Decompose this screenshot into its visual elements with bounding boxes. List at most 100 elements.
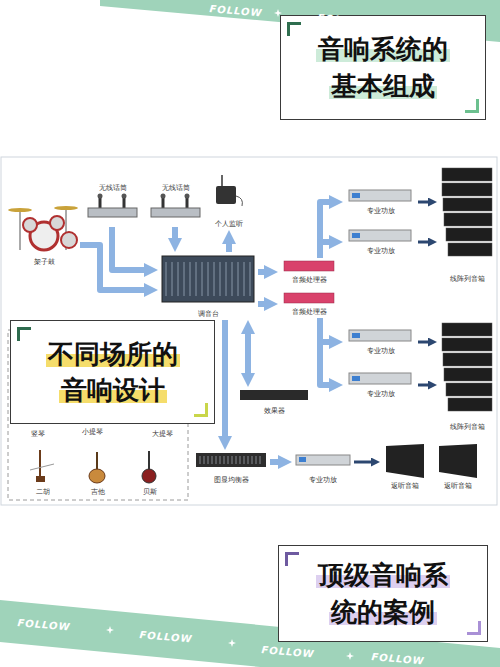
- device-box: 吉他: [80, 448, 115, 498]
- device-box: 线阵列音箱: [437, 163, 497, 285]
- mixer-body: [162, 256, 254, 302]
- signal-arrow: [258, 269, 267, 275]
- erhu-bow: [30, 464, 54, 470]
- device-label: 专业功放: [367, 247, 395, 255]
- processor-icon: [284, 293, 334, 303]
- device-label: 线阵列音箱: [450, 423, 485, 431]
- title-text-wrap: 音响系统的 基本组成: [308, 31, 458, 104]
- amp-icon: [349, 330, 411, 341]
- corner-mark: [17, 327, 31, 341]
- tom: [50, 216, 64, 230]
- device-label: 专业功放: [367, 390, 395, 398]
- diagram-frame: [1, 157, 497, 505]
- wireless-mic-icon: [88, 194, 137, 218]
- fader-strips: [166, 262, 250, 296]
- star: [228, 639, 236, 647]
- title-text: 顶级音响系统的案例: [316, 560, 450, 626]
- signal-arrow: [172, 227, 178, 241]
- equalizer-icon: [196, 453, 266, 467]
- stand: [20, 210, 21, 250]
- amp-body: [296, 455, 350, 465]
- signal-arrow: [320, 202, 332, 258]
- signal-arrow: [112, 227, 147, 270]
- device-label: 吉他: [91, 488, 105, 496]
- mic-head: [185, 194, 190, 199]
- device-box: 音频处理器: [278, 258, 340, 286]
- corner-mark: [287, 22, 301, 36]
- amp-display: [352, 333, 360, 338]
- device-label: 专业功放: [367, 347, 395, 355]
- signal-arrow: [222, 320, 228, 439]
- title-box: 顶级音响系统的案例: [278, 545, 488, 642]
- wireless-mic-icon: [151, 194, 200, 218]
- array-cabinet: [444, 368, 492, 381]
- device-label: 个人监听: [215, 220, 243, 228]
- array-cabinet: [442, 168, 492, 181]
- array-cabinet: [448, 398, 492, 411]
- device-box: 返听音箱: [380, 440, 430, 492]
- amp-display: [299, 457, 306, 462]
- bass-icon: [142, 451, 156, 483]
- amp-icon: [349, 373, 411, 384]
- signal-arrow: [226, 241, 232, 252]
- signal-arrow: [418, 341, 430, 344]
- device-box: 专业功放: [343, 370, 418, 400]
- device-label: 返听音箱: [391, 482, 419, 490]
- earphone-wire: [236, 196, 242, 206]
- personal-monitor-icon: [216, 175, 242, 206]
- device-label: 调音台: [198, 310, 219, 318]
- star: [106, 626, 114, 634]
- bodypack: [216, 186, 236, 204]
- device-box: 音频处理器: [278, 290, 340, 318]
- processor-icon: [284, 261, 334, 271]
- signal-arrow: [418, 241, 430, 244]
- equalizer-sliders: [200, 456, 260, 464]
- bass-body: [142, 469, 156, 483]
- mic-head: [122, 194, 127, 199]
- receiver: [88, 208, 137, 217]
- signal-arrow: [320, 318, 332, 385]
- device-box: 贝斯: [132, 448, 167, 498]
- title-text: 不同场所的 音响设计: [46, 339, 180, 405]
- mic-head: [161, 194, 166, 199]
- device-label: 专业功放: [367, 207, 395, 215]
- instrument-label-box: 大提琴: [140, 427, 185, 441]
- erhu-body: [36, 476, 45, 482]
- corner-mark: [465, 99, 479, 113]
- device-label: 专业功放: [309, 476, 337, 484]
- cymbal: [8, 208, 32, 212]
- monitor-wedge-icon: [439, 444, 477, 478]
- signal-arrow: [245, 331, 251, 376]
- equalizer-body: [196, 453, 266, 467]
- array-cabinet: [448, 243, 492, 256]
- amp-body: [349, 373, 411, 384]
- title-text: 音响系统的 基本组成: [316, 34, 450, 100]
- device-box: 无线话筒: [148, 182, 203, 227]
- floor-tom: [61, 232, 77, 248]
- amp-icon: [296, 455, 350, 465]
- amp-display: [352, 233, 360, 238]
- tom: [23, 218, 37, 232]
- line-array-icon: [442, 323, 492, 411]
- title-text-wrap: 顶级音响系统的案例: [308, 557, 458, 630]
- title-text-wrap: 不同场所的 音响设计: [38, 336, 188, 409]
- device-label: 图显均衡器: [214, 476, 249, 484]
- mic-head: [98, 194, 103, 199]
- device-box: 二胡: [25, 448, 60, 498]
- instrument-label: 小提琴: [82, 428, 103, 436]
- device-box: 专业功放: [343, 327, 418, 357]
- array-cabinet: [442, 183, 492, 196]
- array-cabinet: [444, 213, 492, 226]
- device-box: 专业功放: [343, 187, 418, 217]
- star: [346, 652, 354, 660]
- guitar-body: [89, 469, 105, 483]
- device-label: 架子鼓: [34, 258, 55, 266]
- signal-arrow: [320, 242, 332, 258]
- corner-mark: [285, 552, 299, 566]
- cymbal: [54, 206, 78, 210]
- array-cabinet: [443, 198, 492, 211]
- corner-mark: [194, 403, 208, 417]
- receiver: [151, 208, 200, 217]
